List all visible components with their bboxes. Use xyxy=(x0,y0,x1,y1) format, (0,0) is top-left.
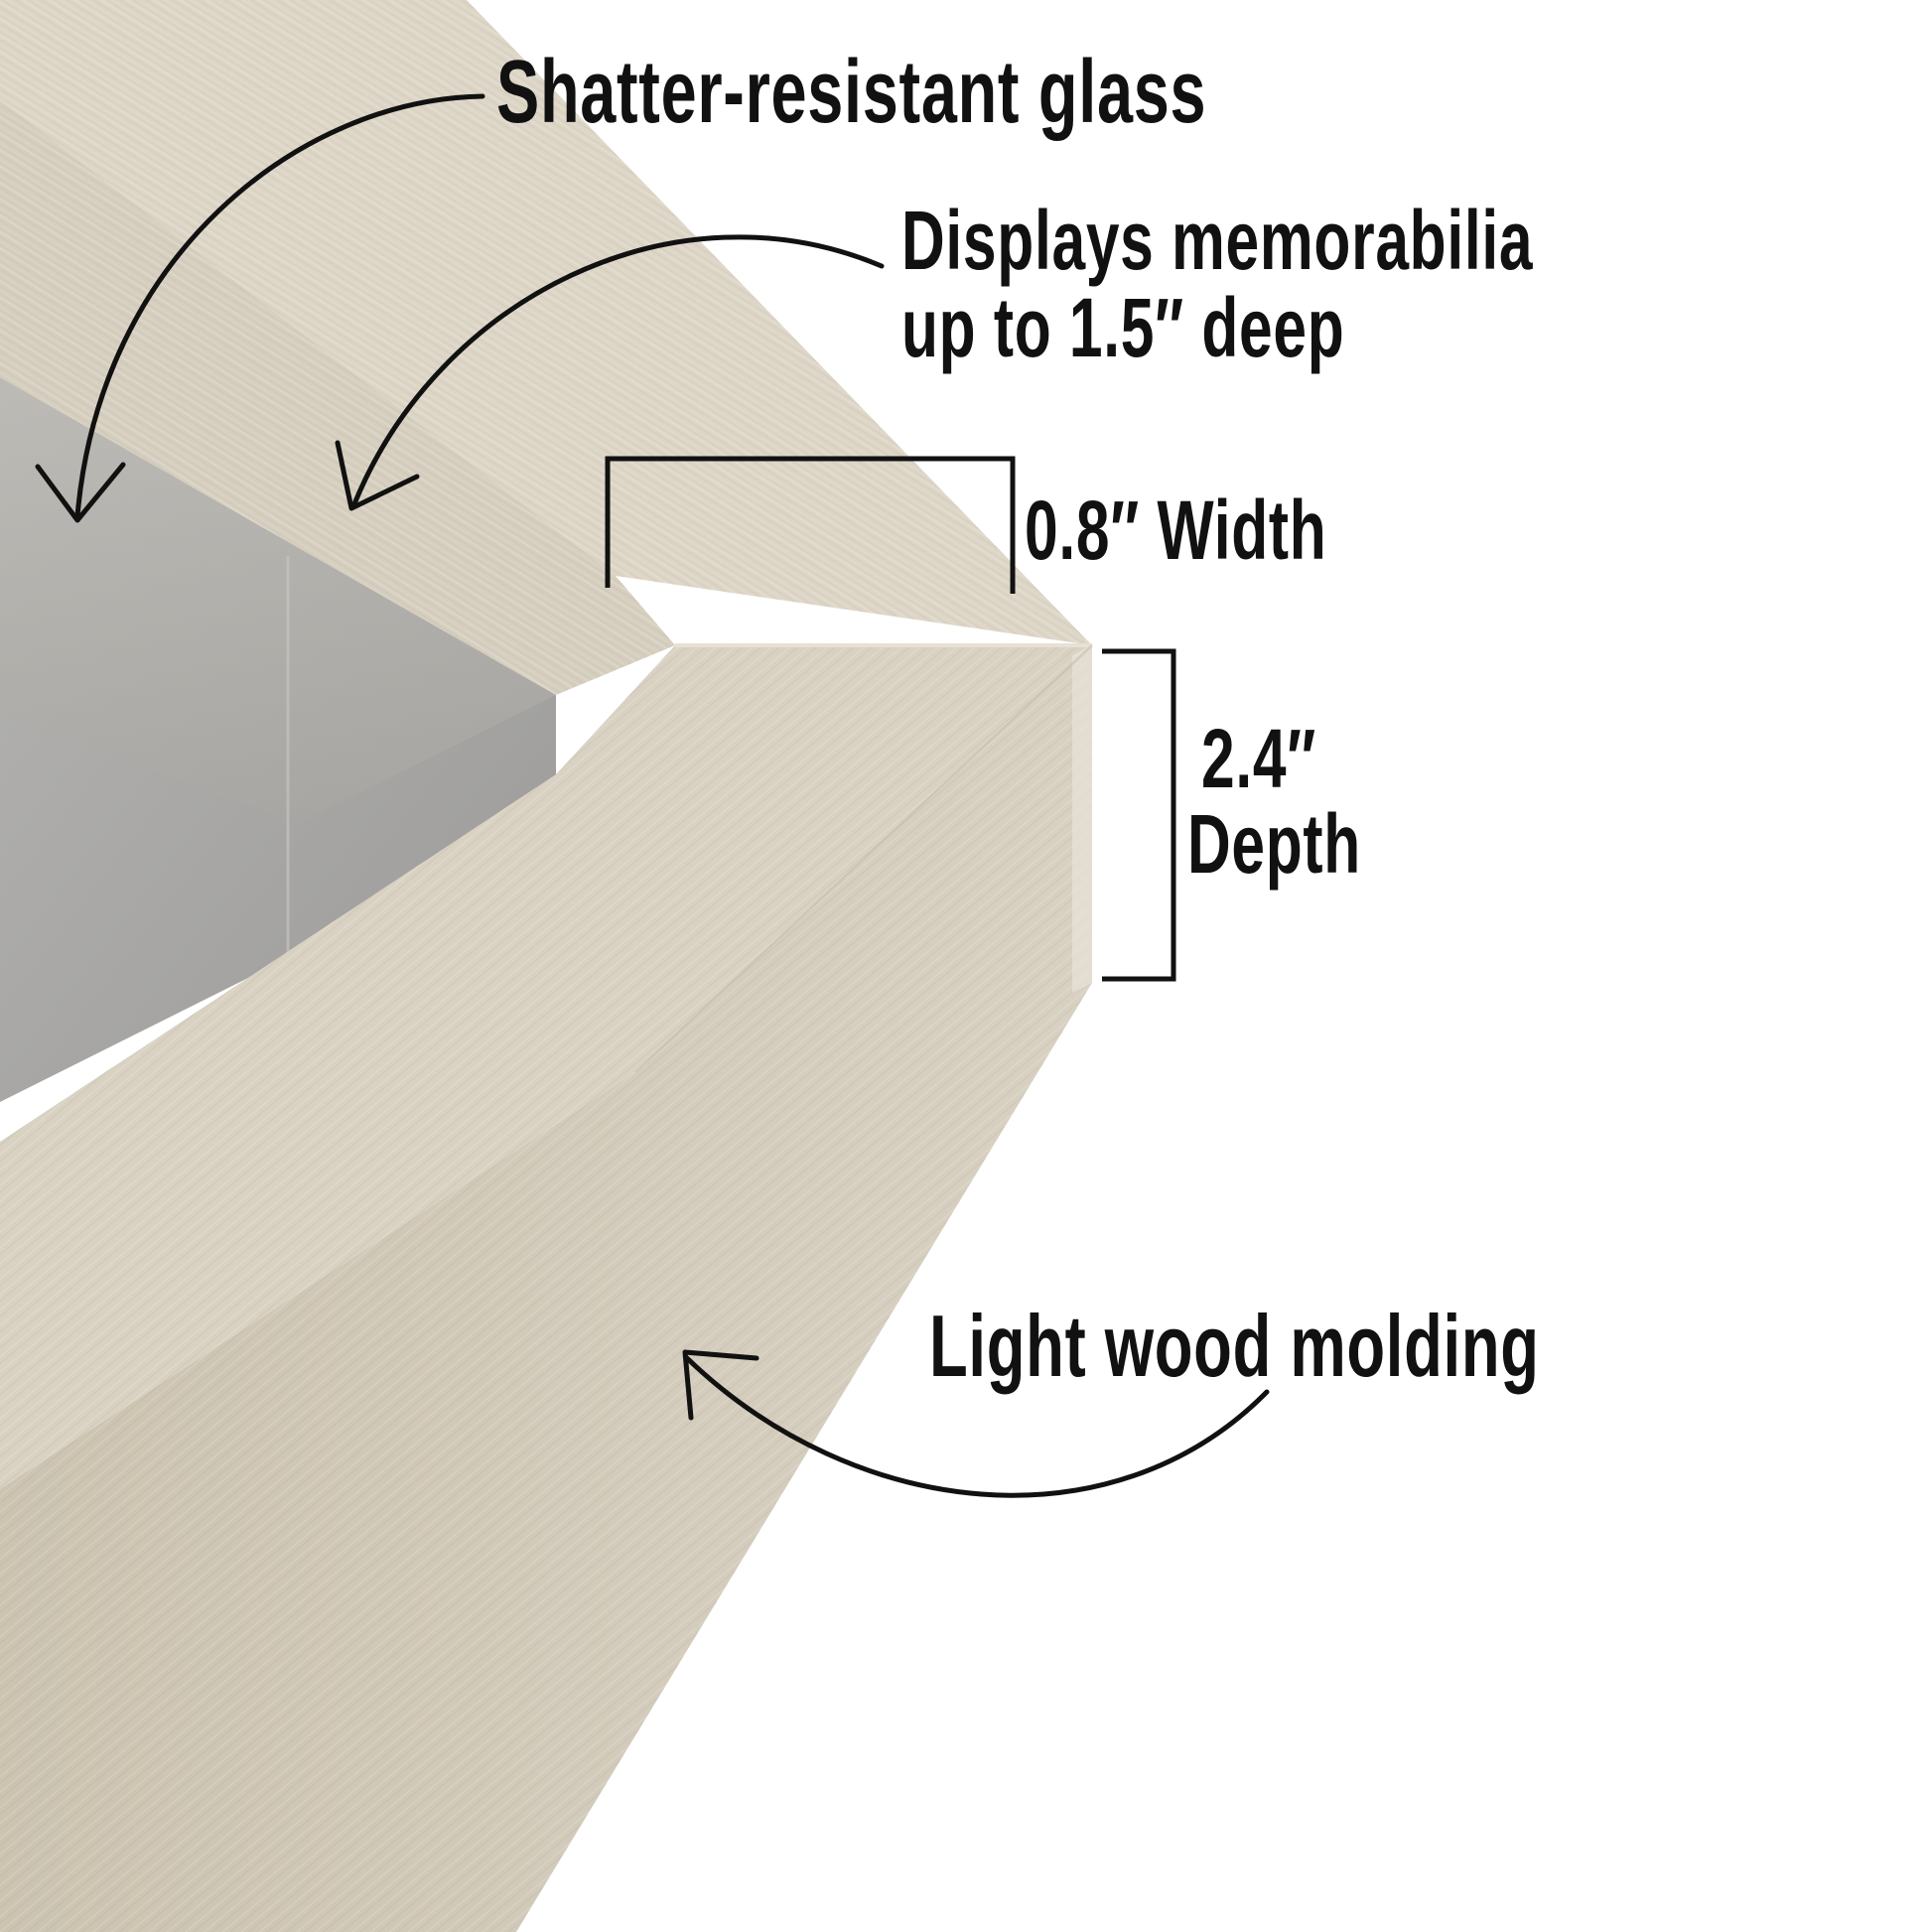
molding-label: Light wood molding xyxy=(929,1297,1540,1395)
depth-value-label: 2.4″ xyxy=(1201,712,1316,805)
frame-interior-wall xyxy=(0,377,556,824)
width-bracket xyxy=(605,456,1016,594)
memorabilia-label-line1: Displays memorabilia xyxy=(901,194,1534,287)
depth-label: Depth xyxy=(1187,797,1361,891)
depth-bracket xyxy=(1102,648,1176,982)
molding-arrow xyxy=(684,1355,1270,1498)
memorabilia-arrowhead xyxy=(335,440,420,511)
memorabilia-arrow xyxy=(350,234,885,509)
glass-label: Shatter-resistant glass xyxy=(496,43,1207,142)
molding-arrowhead xyxy=(682,1349,759,1421)
width-label: 0.8″ Width xyxy=(1025,483,1327,577)
memorabilia-label-line2: up to 1.5″ deep xyxy=(901,281,1345,374)
glass-arrowhead xyxy=(35,462,126,523)
glass-arrow xyxy=(74,93,485,519)
